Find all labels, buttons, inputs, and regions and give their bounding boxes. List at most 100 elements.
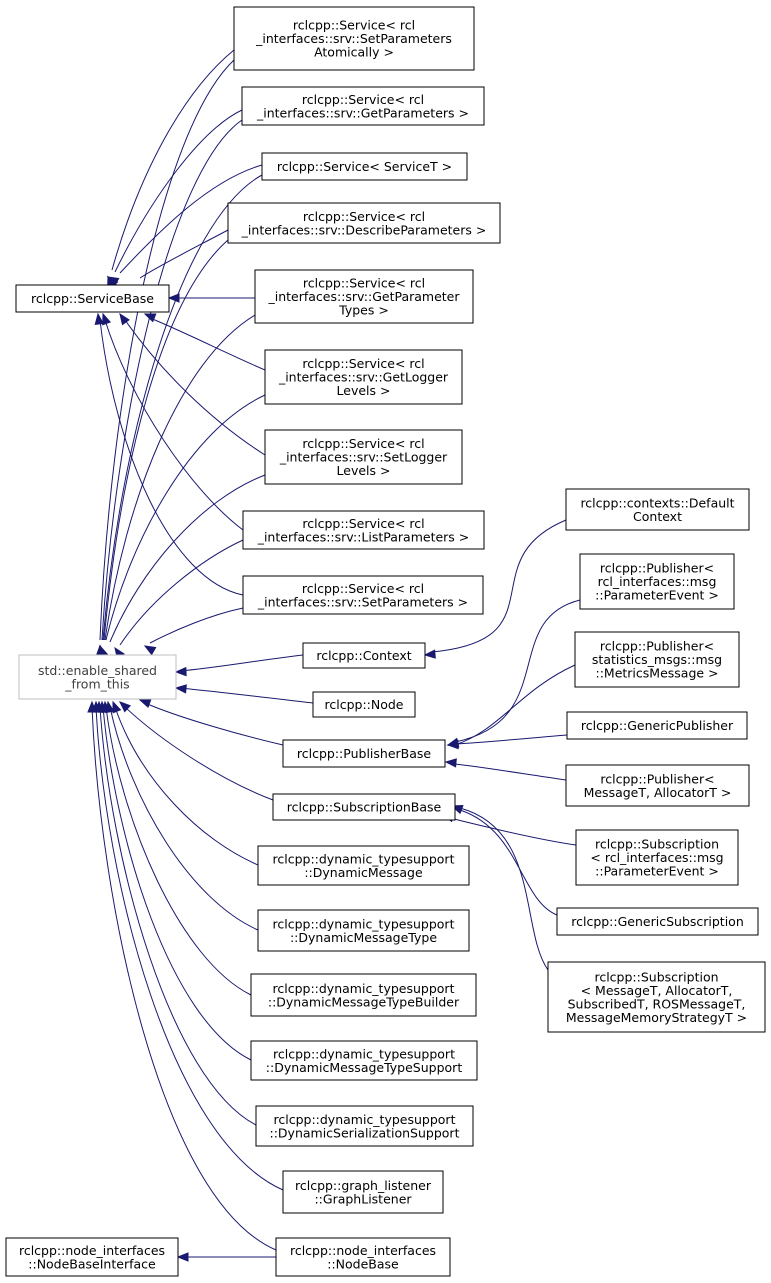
inheritance-arrowhead: [119, 312, 130, 326]
inheritance-edge: [102, 706, 252, 1061]
class-node-box: [556, 907, 759, 936]
class-node-label: rclcpp::Service< rcl: [302, 356, 424, 371]
inheritance-arrowhead: [444, 758, 457, 768]
inheritance-edge: [124, 319, 266, 456]
class-node-pub-paramevent[interactable]: rclcpp::Publisher<rcl_interfaces::msg::P…: [579, 553, 735, 610]
class-node-label: rclcpp::PublisherBase: [297, 746, 432, 761]
inheritance-arrowhead: [106, 276, 120, 287]
class-node-svc-getparams[interactable]: rclcpp::Service< rcl_interfaces::srv::Ge…: [241, 86, 485, 126]
class-node-box: [241, 86, 485, 126]
class-node-label: _interfaces::srv::GetParameters >: [256, 105, 469, 120]
class-node-label: rclcpp::Subscription: [595, 837, 719, 852]
class-node-label: rclcpp::Service< rcl: [302, 516, 424, 531]
inheritance-arrowhead: [174, 666, 187, 677]
inheritance-edge: [105, 394, 266, 641]
inheritance-edge: [103, 239, 229, 641]
inheritance-edge: [91, 706, 277, 1251]
class-node-nodebase[interactable]: rclcpp::node_interfaces::NodeBase: [275, 1237, 451, 1277]
class-node-label: ::DynamicMessageTypeSupport: [266, 1060, 463, 1075]
inheritance-arrowhead: [423, 649, 436, 659]
class-node-box: [574, 631, 740, 688]
inheritance-arrowhead: [174, 684, 187, 694]
class-node-label: rclcpp::GenericSubscription: [571, 914, 744, 929]
class-node-label: rcl_interfaces::msg: [598, 574, 717, 589]
class-node-esft[interactable]: std::enable_shared_from_this: [18, 654, 177, 700]
class-node-label: _interfaces::srv::SetParameters: [255, 31, 452, 46]
inheritance-edge: [454, 763, 567, 781]
class-node-label: rclcpp::node_interfaces: [19, 1243, 165, 1258]
inheritance-edge: [124, 706, 274, 801]
inheritance-arrowhead: [87, 700, 97, 713]
inheritance-arrowhead: [94, 312, 104, 325]
class-node-nbi[interactable]: rclcpp::node_interfaces::NodeBaseInterfa…: [5, 1237, 179, 1277]
class-node-svc-setlogger[interactable]: rclcpp::Service< rcl_interfaces::srv::Se…: [264, 429, 463, 485]
class-node-box: [275, 1237, 451, 1277]
class-node-svc-setparams[interactable]: rclcpp::Service< rcl_interfaces::srv::Se…: [242, 575, 484, 615]
class-node-svc-servicet[interactable]: rclcpp::Service< ServiceT >: [261, 152, 468, 181]
class-node-pub-msgt[interactable]: rclcpp::Publisher<MessageT, AllocatorT >: [565, 764, 750, 807]
inheritance-arrowhead: [143, 645, 157, 656]
class-node-label: Context: [633, 509, 682, 524]
class-node-servicebase[interactable]: rclcpp::ServiceBase: [15, 284, 170, 313]
inheritance-arrowhead: [167, 293, 180, 303]
class-node-box: [18, 654, 177, 700]
class-node-box: [15, 284, 170, 313]
inheritance-edge: [104, 319, 244, 531]
class-node-label: rclcpp::Publisher<: [600, 561, 714, 576]
class-node-genericsub[interactable]: rclcpp::GenericSubscription: [556, 907, 759, 936]
class-node-pubbase[interactable]: rclcpp::PublisherBase: [282, 739, 446, 768]
class-node-svc-getparamtypes[interactable]: rclcpp::Service< rcl_interfaces::srv::Ge…: [254, 269, 474, 324]
class-node-label: ::MetricsMessage >: [595, 666, 718, 681]
class-node-svc-setparamatom[interactable]: rclcpp::Service< rcl_interfaces::srv::Se…: [233, 6, 475, 71]
class-node-sub-msgt[interactable]: rclcpp::Subscription< MessageT, Allocato…: [547, 961, 766, 1033]
inheritance-edge: [149, 317, 266, 371]
inheritance-edge: [104, 314, 256, 641]
class-node-dynmsgtype[interactable]: rclcpp::dynamic_typesupport::DynamicMess…: [257, 909, 470, 952]
class-node-genericpub[interactable]: rclcpp::GenericPublisher: [566, 711, 748, 740]
class-node-svc-listparams[interactable]: rclcpp::Service< rcl_interfaces::srv::Li…: [242, 510, 485, 550]
inheritance-arrowhead: [102, 312, 112, 326]
class-node-box: [282, 1170, 444, 1214]
class-node-box: [264, 349, 463, 405]
class-node-label: rclcpp::dynamic_typesupport: [273, 916, 455, 931]
class-node-box: [579, 553, 735, 610]
class-node-label: ::NodeBaseInterface: [28, 1256, 156, 1271]
inheritance-arrowhead: [176, 1252, 189, 1262]
class-node-label: rclcpp::GenericPublisher: [581, 718, 734, 733]
class-node-box: [255, 1105, 474, 1147]
inheritance-edge: [114, 706, 259, 866]
class-node-label: _interfaces::srv::DescribeParameters >: [241, 222, 487, 237]
class-node-label: rclcpp::Subscription: [594, 969, 718, 984]
class-node-label: MessageMemoryStrategyT >: [566, 1010, 747, 1025]
class-node-label: ::NodeBase: [327, 1256, 399, 1271]
class-node-box: [264, 429, 463, 485]
class-node-node[interactable]: rclcpp::Node: [312, 691, 416, 718]
class-node-dynmsgtypesupport[interactable]: rclcpp::dynamic_typesupport::DynamicMess…: [250, 1040, 478, 1081]
class-node-svc-describe[interactable]: rclcpp::Service< rcl_interfaces::srv::De…: [227, 202, 501, 244]
class-node-label: rclcpp::Service< rcl: [302, 581, 424, 596]
class-node-context[interactable]: rclcpp::Context: [302, 642, 426, 669]
inheritance-arrowhead: [143, 313, 157, 323]
class-node-box: [575, 829, 739, 886]
class-node-box: [250, 973, 477, 1017]
inheritance-edge: [144, 702, 284, 746]
class-node-subbase[interactable]: rclcpp::SubscriptionBase: [272, 793, 456, 821]
class-node-box: [250, 1040, 478, 1081]
class-node-box: [547, 961, 766, 1033]
class-node-dynmsg[interactable]: rclcpp::dynamic_typesupport::DynamicMess…: [257, 845, 470, 886]
class-node-label: ::GraphListener: [314, 1191, 412, 1206]
class-node-dynmsgtypebuilder[interactable]: rclcpp::dynamic_typesupport::DynamicMess…: [250, 973, 477, 1017]
inheritance-edge: [454, 664, 576, 746]
inheritance-arrowhead: [112, 700, 122, 714]
class-node-label: < MessageT, AllocatorT,: [581, 983, 733, 998]
class-node-label: rclcpp::dynamic_typesupport: [273, 1046, 455, 1061]
class-node-pub-metrics[interactable]: rclcpp::Publisher<statistics_msgs::msg::…: [574, 631, 740, 688]
class-node-dynserial[interactable]: rclcpp::dynamic_typesupport::DynamicSeri…: [255, 1105, 474, 1147]
class-node-graphlistener[interactable]: rclcpp::graph_listener::GraphListener: [282, 1170, 444, 1214]
class-node-label: _interfaces::srv::SetLogger: [279, 450, 448, 465]
class-node-sub-paramevent[interactable]: rclcpp::Subscription< rcl_interfaces::ms…: [575, 829, 739, 886]
class-node-label: rclcpp::Publisher<: [600, 639, 714, 654]
class-node-box: [233, 6, 475, 71]
class-node-svc-getlogger[interactable]: rclcpp::Service< rcl_interfaces::srv::Ge…: [264, 349, 463, 405]
